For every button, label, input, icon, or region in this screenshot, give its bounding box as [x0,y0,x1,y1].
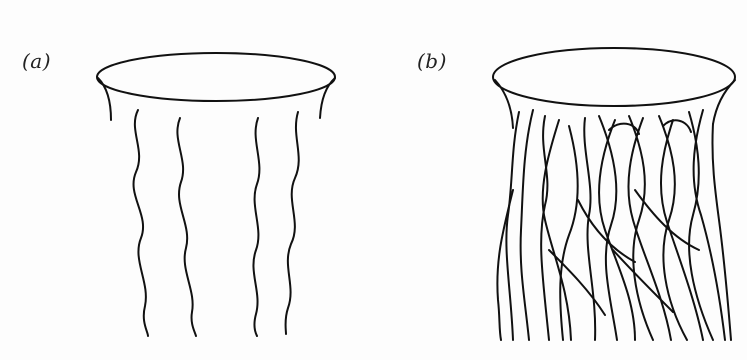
panel-a-strand-4 [286,112,299,334]
panel-b-strand-16 [712,124,731,340]
panel-a-strand-3 [253,118,259,336]
panel-a-right-side [320,78,335,118]
panel-a-drawing [0,0,373,360]
panel-b-strand-1 [497,190,513,340]
panel-a-strand-2 [177,118,196,336]
panel-b-strand-3 [521,110,533,340]
panel-b-strand-14 [689,112,713,340]
panel-b-drawing [373,0,747,360]
panel-b-left-side [495,80,513,128]
panel-b-strand-9 [599,120,635,340]
panel-b-strand-21 [549,250,605,315]
panel-a-top-rim [97,53,335,101]
panel-b-strand-7 [584,118,595,340]
panel-b-strand-8 [599,116,617,340]
panel-b-right-side [713,80,735,124]
panel-b-top-rim [493,48,735,106]
panel-a-strand-1 [134,110,148,336]
panel-a: (a) [0,0,373,360]
panel-b-strand-18 [663,120,691,132]
panel-b-strand-6 [560,126,578,340]
panel-b-strand-5 [543,120,571,340]
panel-b-strand-2 [506,112,519,340]
panel-b: (b) [373,0,747,360]
